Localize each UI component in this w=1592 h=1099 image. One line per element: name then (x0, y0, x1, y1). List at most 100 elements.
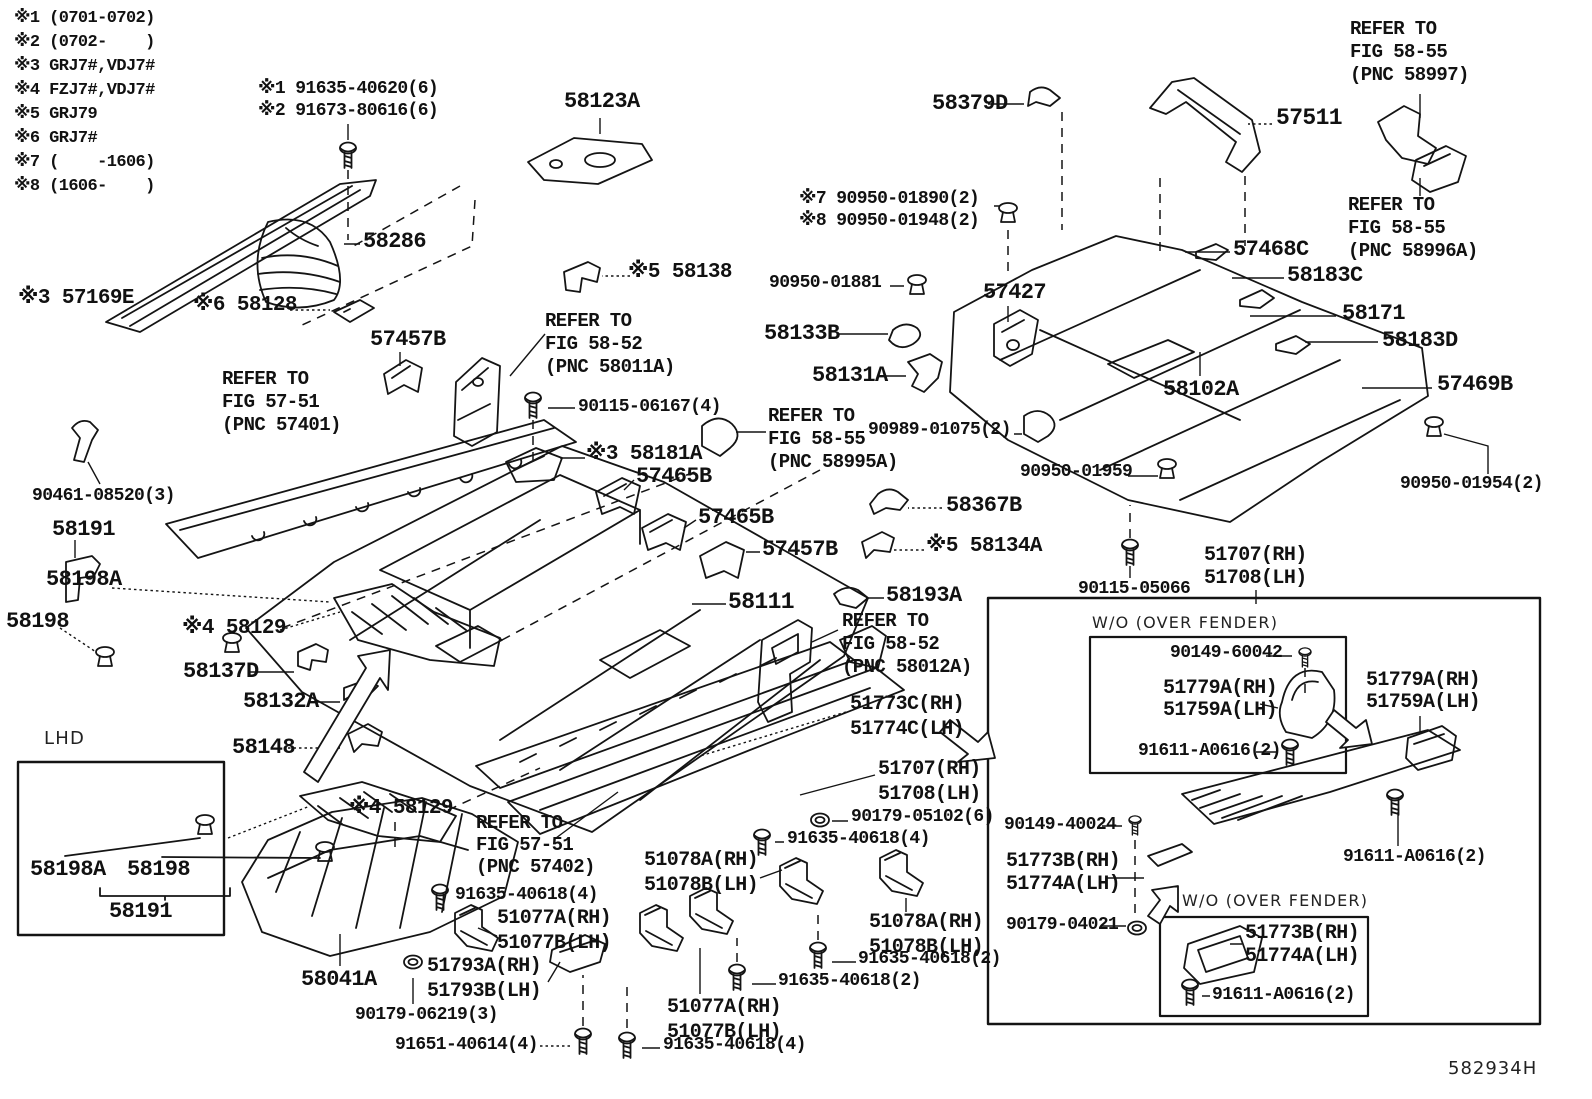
label-※4-58129: ※4 58129 (182, 617, 286, 640)
label-51707-RH-: 51707(RH) 51708(LH) (878, 758, 981, 806)
label-58183C: 58183C (1287, 263, 1363, 288)
label-※1-91635-40620-6-: ※1 91635-40620(6) (258, 79, 439, 99)
legend-note-2: ※2 (0702- ) (14, 33, 155, 52)
label-91611-A0616-2-: 91611-A0616(2) (1212, 985, 1355, 1005)
label-91611-A0616-2-: 91611-A0616(2) (1343, 847, 1486, 867)
fender-callout-arrow-bottom (1147, 885, 1179, 925)
label-※4-58129: ※4 58129 (349, 797, 453, 820)
label-57427: 57427 (983, 280, 1047, 305)
label-58191: 58191 (52, 517, 116, 542)
label-57457B: 57457B (370, 327, 446, 352)
label-58379D: 58379D (932, 91, 1008, 116)
label-57469B: 57469B (1437, 372, 1513, 397)
lhd-variant-box (16, 760, 226, 937)
label-58041A: 58041A (301, 967, 377, 992)
legend-note-7: ※7 ( -1606) (14, 153, 155, 172)
wo-over-fender-box-top (1088, 635, 1348, 775)
label-91635-40618-4-: 91635-40618(4) (787, 829, 930, 849)
label-91635-40618-4-: 91635-40618(4) (663, 1035, 806, 1055)
label-91635-40618-2-: 91635-40618(2) (778, 971, 921, 991)
label-58111: 58111 (728, 589, 795, 615)
label-51793A-RH-: 51793A(RH) 51793B(LH) (427, 955, 542, 1003)
label-※3-58181A: ※3 58181A (586, 443, 702, 466)
label-REFER-TO: REFER TO FIG 58-55 (PNC 58997) (1350, 18, 1469, 86)
label-51078A-RH-: 51078A(RH) 51078B(LH) (644, 849, 759, 897)
label-58171: 58171 (1342, 301, 1406, 326)
label-90115-06167-4-: 90115-06167(4) (578, 397, 721, 417)
label-51773B-RH-: 51773B(RH) 51774A(LH) (1006, 850, 1121, 896)
legend-note-1: ※1 (0701-0702) (14, 9, 155, 28)
label-※7-90950-01890-2-: ※7 90950-01890(2) (799, 189, 980, 209)
label-57465B: 57465B (636, 464, 712, 489)
rocker-panel-box (986, 596, 1542, 1026)
label-58123A: 58123A (564, 89, 640, 114)
label-90461-08520-3-: 90461-08520(3) (32, 486, 175, 506)
label-90950-01954-2-: 90950-01954(2) (1400, 474, 1543, 494)
label-90989-01075-2-: 90989-01075(2) (868, 420, 1011, 440)
legend-note-6: ※6 GRJ7# (14, 129, 98, 148)
label-58286: 58286 (363, 229, 427, 254)
label-REFER-TO: REFER TO FIG 57-51 (PNC 57401) (222, 368, 341, 436)
label-58183D: 58183D (1382, 328, 1458, 353)
label-58133B: 58133B (764, 321, 840, 346)
label-REFER-TO: REFER TO FIG 57-51 (PNC 57402) (476, 812, 595, 878)
label-58148: 58148 (232, 735, 296, 760)
label-※3-57169E: ※3 57169E (18, 287, 134, 310)
label-51779A-RH-: 51779A(RH) 51759A(LH) (1366, 669, 1481, 714)
label-※2-91673-80616-6-: ※2 91673-80616(6) (258, 101, 439, 121)
label-58367B: 58367B (946, 493, 1022, 518)
label-58102A: 58102A (1163, 377, 1239, 402)
label-REFER-TO: REFER TO FIG 58-52 (PNC 58012A) (842, 610, 972, 678)
label-90179-05102-6-: 90179-05102(6) (851, 807, 994, 827)
label-58137D: 58137D (183, 659, 259, 684)
label-51077A-RH-: 51077A(RH) 51077B(LH) (497, 907, 612, 955)
label-51077A-RH-: 51077A(RH) 51077B(LH) (667, 996, 782, 1044)
legend-note-8: ※8 (1606- ) (14, 177, 155, 196)
fender-callout-arrow-top (1325, 709, 1373, 749)
label-90950-01881: 90950-01881 (769, 273, 882, 293)
label-57468C: 57468C (1233, 237, 1309, 262)
label-58198: 58198 (127, 857, 191, 882)
wo-over-fender-box-bottom (1158, 915, 1370, 1018)
label-※5-58134A: ※5 58134A (926, 535, 1042, 558)
label-REFER-TO: REFER TO FIG 58-55 (PNC 58995A) (768, 405, 898, 473)
legend-note-5: ※5 GRJ79 (14, 105, 98, 124)
legend-note-3: ※3 GRJ7#,VDJ7# (14, 57, 155, 76)
label-W-O-OVER-FENDER-: W/O (OVER FENDER) (1182, 891, 1369, 910)
label-51773C-RH-: 51773C(RH) 51774C(LH) (850, 693, 965, 741)
label-※6-58128: ※6 58128 (193, 294, 297, 317)
label-90115-05066: 90115-05066 (1078, 579, 1191, 599)
label-REFER-TO: REFER TO FIG 58-55 (PNC 58996A) (1348, 194, 1478, 262)
label-58132A: 58132A (243, 689, 319, 714)
label-90950-01959: 90950-01959 (1020, 462, 1133, 482)
label-58198A: 58198A (46, 567, 122, 592)
label-51773B-RH-: 51773B(RH) 51774A(LH) (1245, 922, 1360, 968)
label-58193A: 58193A (886, 583, 962, 608)
label-90179-04021: 90179-04021 (1006, 915, 1119, 935)
label-58198A: 58198A (30, 857, 106, 882)
label-90179-06219-3-: 90179-06219(3) (355, 1005, 498, 1025)
label-W-O-OVER-FENDER-: W/O (OVER FENDER) (1092, 613, 1279, 632)
label-91635-40618-4-: 91635-40618(4) (455, 885, 598, 905)
label-※5-58138: ※5 58138 (628, 261, 732, 284)
label-58191: 58191 (109, 899, 173, 924)
lhd-callout-arrow (303, 649, 391, 783)
label-90149-40024: 90149-40024 (1004, 815, 1117, 835)
label-57465B: 57465B (698, 505, 774, 530)
label-57457B: 57457B (762, 537, 838, 562)
label-90149-60042: 90149-60042 (1170, 643, 1283, 663)
label-REFER-TO: REFER TO FIG 58-52 (PNC 58011A) (545, 310, 675, 378)
label-58131A: 58131A (812, 363, 888, 388)
label-51078A-RH-: 51078A(RH) 51078B(LH) (869, 911, 984, 959)
label-51779A-RH-: 51779A(RH) 51759A(LH) (1163, 677, 1278, 722)
legend-note-4: ※4 FZJ7#,VDJ7# (14, 81, 155, 100)
label-51707-RH-: 51707(RH) 51708(LH) (1204, 544, 1307, 590)
label-58198: 58198 (6, 609, 70, 634)
label-91651-40614-4-: 91651-40614(4) (395, 1035, 538, 1055)
label-LHD: LHD (44, 728, 86, 749)
label-※8-90950-01948-2-: ※8 90950-01948(2) (799, 211, 980, 231)
label-91611-A0616-2-: 91611-A0616(2) (1138, 741, 1281, 761)
rocker-callout-arrow (939, 719, 996, 763)
